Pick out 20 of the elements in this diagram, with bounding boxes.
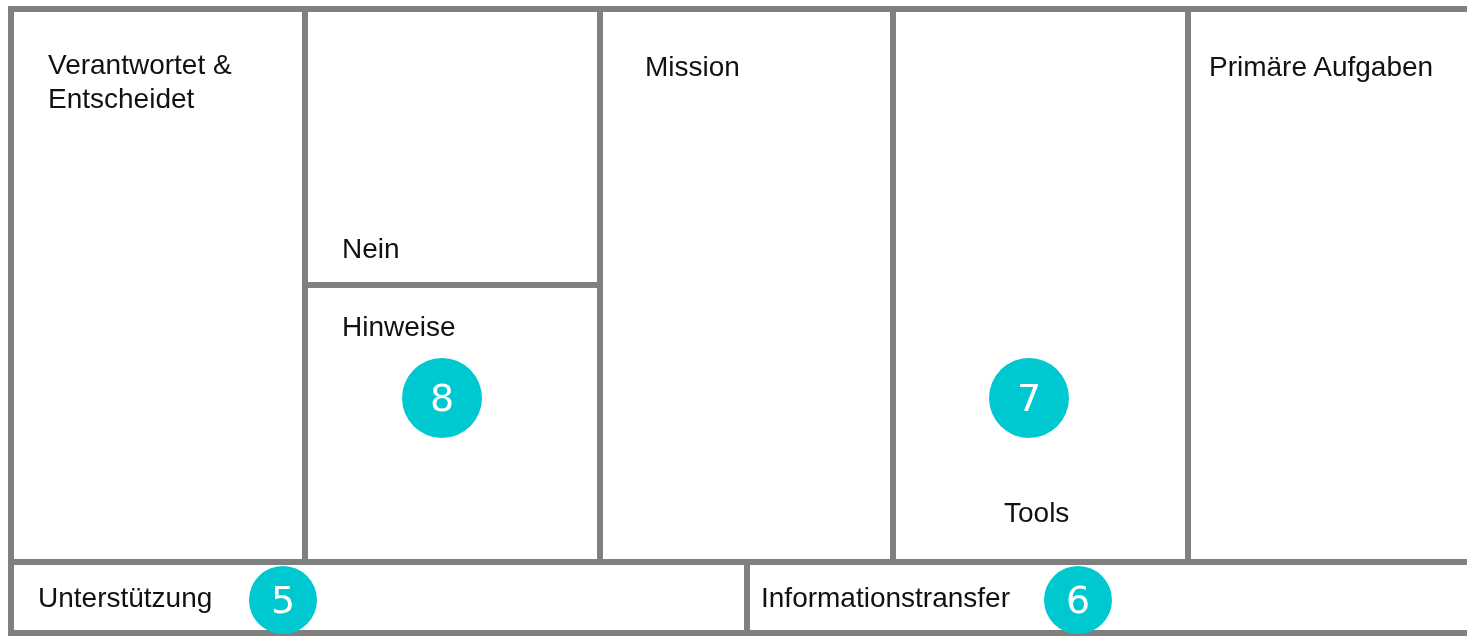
section-title: Unterstützung — [38, 581, 213, 615]
callout-number: 8 — [402, 358, 482, 438]
canvas-section — [8, 6, 302, 559]
canvas-section — [890, 6, 1185, 559]
canvas-section — [597, 6, 890, 559]
section-title: Mission — [645, 50, 740, 84]
callout-number: 5 — [249, 566, 317, 634]
callout-number: 6 — [1044, 566, 1112, 634]
canvas-section — [1185, 6, 1467, 559]
canvas-section — [744, 559, 1467, 636]
section-title: Verantwortet & Entscheidet — [48, 48, 233, 116]
canvas-section — [302, 282, 597, 559]
canvas-section — [302, 6, 597, 282]
section-title: Primäre Aufgaben — [1209, 50, 1434, 84]
section-title: Nein — [342, 232, 400, 266]
section-title: Tools — [1004, 496, 1070, 530]
section-title: Hinweise — [342, 310, 456, 344]
section-title: Informationstransfer — [761, 581, 1010, 615]
canvas-section — [8, 559, 744, 636]
callout-number: 7 — [989, 358, 1069, 438]
